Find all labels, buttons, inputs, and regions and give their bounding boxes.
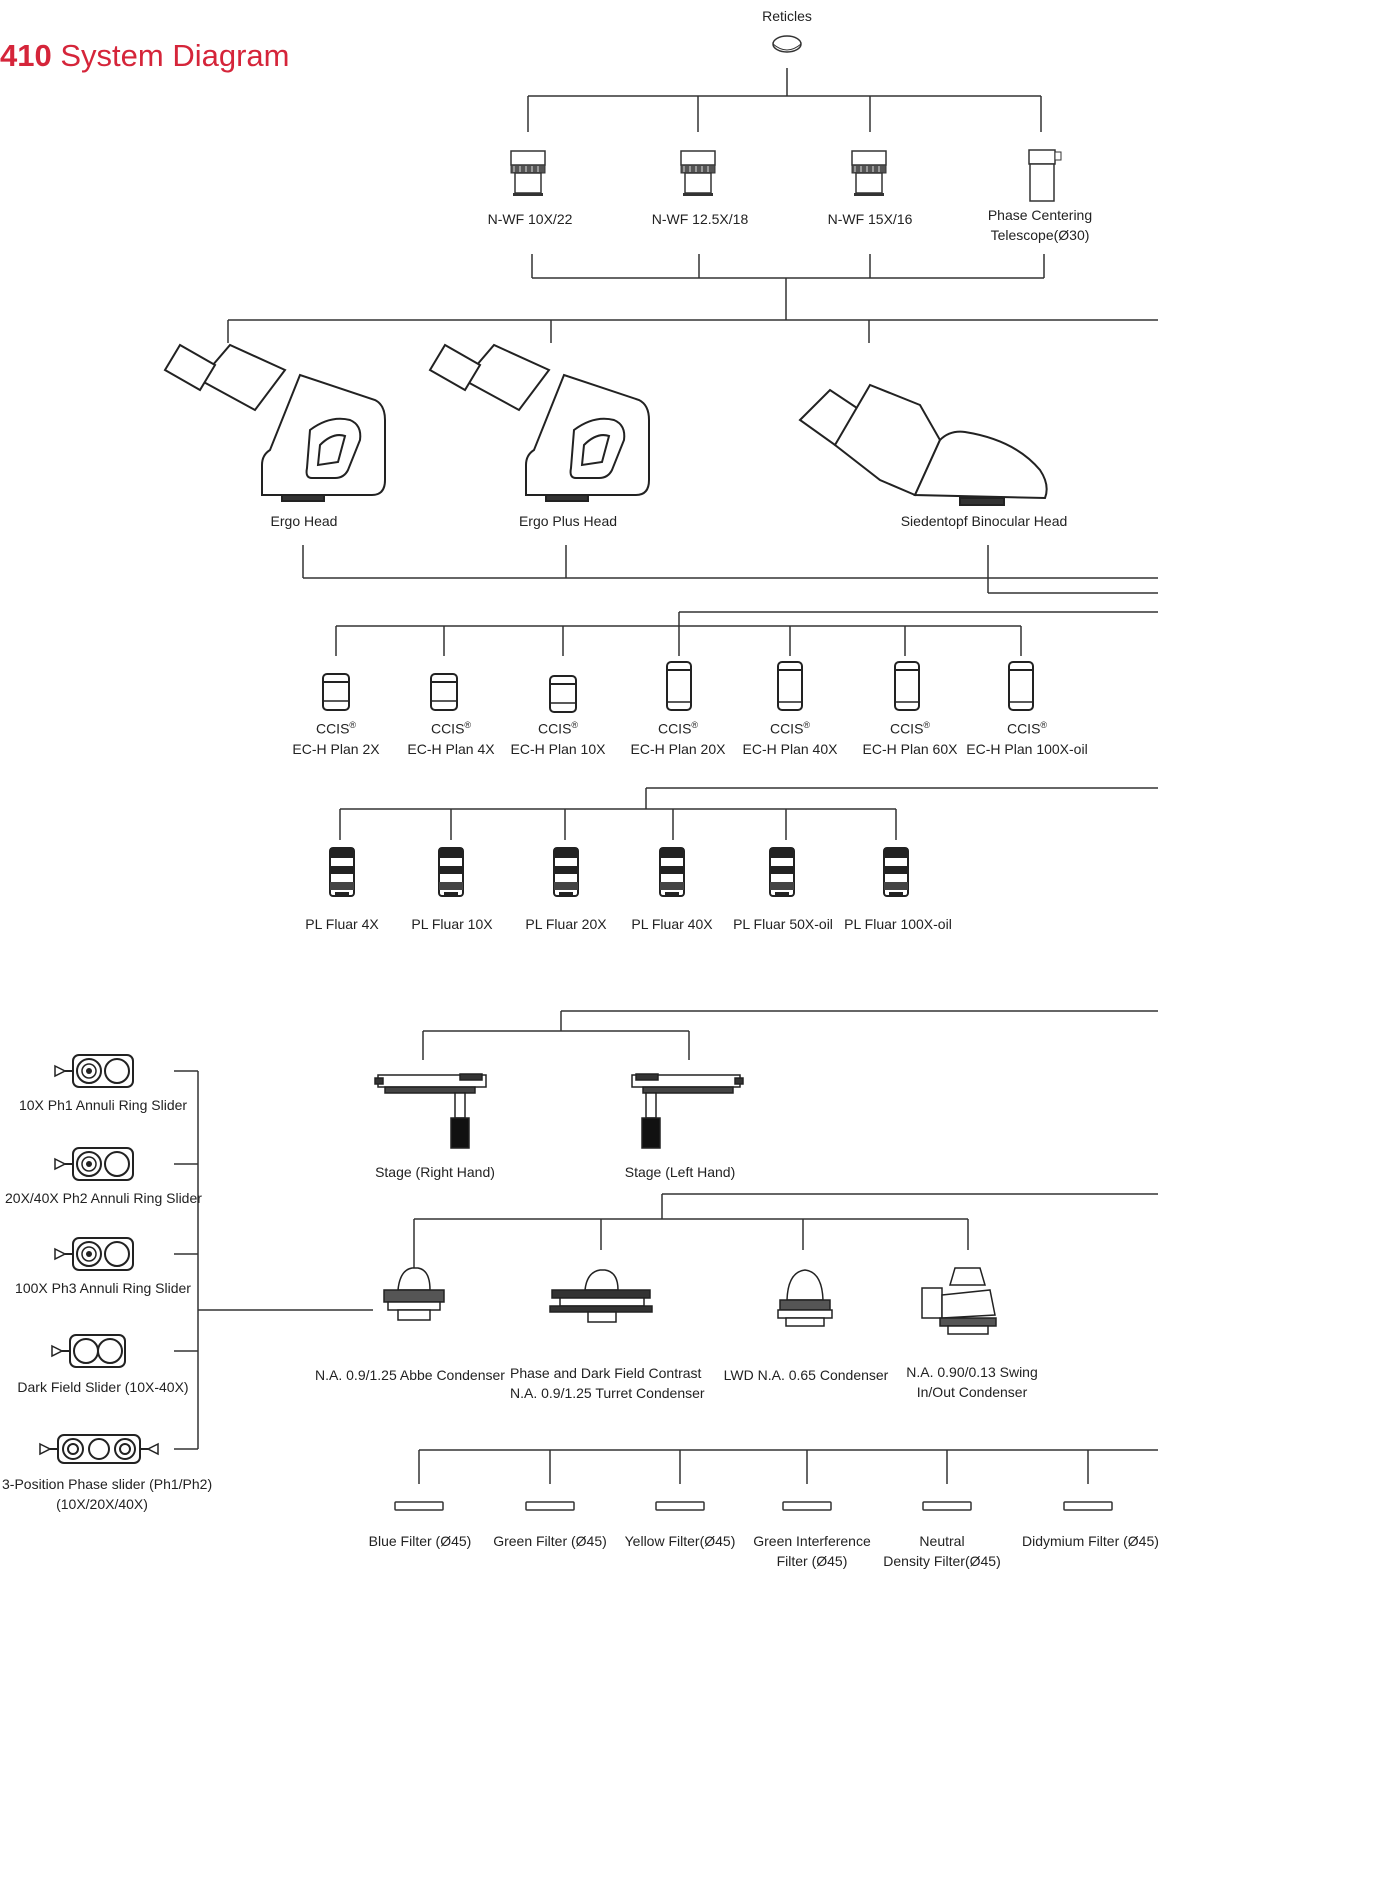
filter-label: Green Filter (Ø45) — [493, 1533, 607, 1549]
objective-icon — [553, 847, 579, 897]
objective-icon — [659, 847, 685, 897]
slider-icon — [54, 1147, 134, 1181]
slider-icon — [39, 1434, 159, 1464]
eyepiece-label: N-WF 15X/16 — [827, 211, 913, 227]
eyepiece-icon — [851, 150, 887, 197]
filter-icon — [525, 1501, 575, 1511]
reticles-label: Reticles — [762, 8, 812, 24]
objective-label: CCIS®EC-H Plan 20X — [630, 720, 726, 757]
head-label: Ergo Plus Head — [518, 513, 618, 529]
slider-label: 10X Ph1 Annuli Ring Slider — [18, 1097, 188, 1113]
page-title: 410 System Diagram — [0, 38, 290, 73]
condenser-icon — [549, 1269, 653, 1323]
slider-icon — [54, 1237, 134, 1271]
filter-icon — [655, 1501, 705, 1511]
objective-icon — [883, 847, 909, 897]
head-label: Siedentopf Binocular Head — [900, 513, 1068, 529]
objective-label: CCIS®EC-H Plan 2X — [292, 720, 380, 757]
objective-label: CCIS®EC-H Plan 40X — [742, 720, 838, 757]
filter-label: Didymium Filter (Ø45) — [1022, 1533, 1159, 1549]
condenser-label: LWD N.A. 0.65 Condenser — [723, 1367, 889, 1383]
condenser-icon — [383, 1267, 445, 1321]
slider-icon — [54, 1054, 134, 1088]
filter-icon — [922, 1501, 972, 1511]
filter-icon — [394, 1501, 444, 1511]
objective-label: PL Fluar 50X-oil — [733, 916, 833, 932]
condenser-icon — [921, 1267, 997, 1335]
objective-icon — [894, 661, 920, 711]
slider-label: Dark Field Slider (10X-40X) — [17, 1379, 189, 1395]
siedentopf-head-icon — [798, 383, 1048, 506]
eyepiece-icon — [510, 150, 546, 197]
slider-label: 20X/40X Ph2 Annuli Ring Slider — [5, 1190, 202, 1206]
slider-label: 100X Ph3 Annuli Ring Slider — [15, 1280, 191, 1296]
eyepiece-label: N-WF 10X/22 — [487, 211, 573, 227]
filter-label: Yellow Filter(Ø45) — [624, 1533, 736, 1549]
slider-label: 3-Position Phase slider (Ph1/Ph2)(10X/20… — [2, 1476, 213, 1512]
objective-label: CCIS®EC-H Plan 60X — [862, 720, 958, 757]
objective-icon — [322, 673, 350, 711]
condenser-icon — [777, 1269, 833, 1327]
filter-icon — [782, 1501, 832, 1511]
objective-icon — [430, 673, 458, 711]
eyepiece-icon — [680, 150, 716, 197]
stage-label: Stage (Right Hand) — [375, 1164, 495, 1180]
reticle-icon — [772, 35, 802, 53]
objective-label: PL Fluar 10X — [411, 916, 493, 932]
objective-icon — [549, 675, 577, 713]
objective-icon — [769, 847, 795, 897]
slider-icon — [51, 1334, 126, 1368]
telescope-icon — [1028, 149, 1062, 202]
ergo-head-icon — [428, 343, 650, 502]
objective-icon — [666, 661, 692, 711]
condenser-label: N.A. 0.9/1.25 Abbe Condenser — [315, 1367, 505, 1383]
stage-icon — [374, 1073, 487, 1149]
objective-label: PL Fluar 100X-oil — [844, 916, 952, 932]
objective-icon — [777, 661, 803, 711]
stage-icon — [631, 1073, 744, 1149]
filter-icon — [1063, 1501, 1113, 1511]
objective-label: PL Fluar 20X — [525, 916, 607, 932]
ergo-head-icon — [163, 343, 386, 502]
objective-label: CCIS®EC-H Plan 4X — [407, 720, 495, 757]
objective-icon — [329, 847, 355, 897]
objective-label: CCIS®EC-H Plan 100X-oil — [966, 720, 1088, 757]
objective-icon — [438, 847, 464, 897]
head-label: Ergo Head — [270, 513, 338, 529]
eyepiece-label: N-WF 12.5X/18 — [651, 211, 749, 227]
filter-label: Blue Filter (Ø45) — [368, 1533, 472, 1549]
objective-label: PL Fluar 40X — [631, 916, 713, 932]
objective-icon — [1008, 661, 1034, 711]
objective-label: CCIS®EC-H Plan 10X — [510, 720, 606, 757]
stage-label: Stage (Left Hand) — [624, 1164, 736, 1180]
objective-label: PL Fluar 4X — [305, 916, 379, 932]
